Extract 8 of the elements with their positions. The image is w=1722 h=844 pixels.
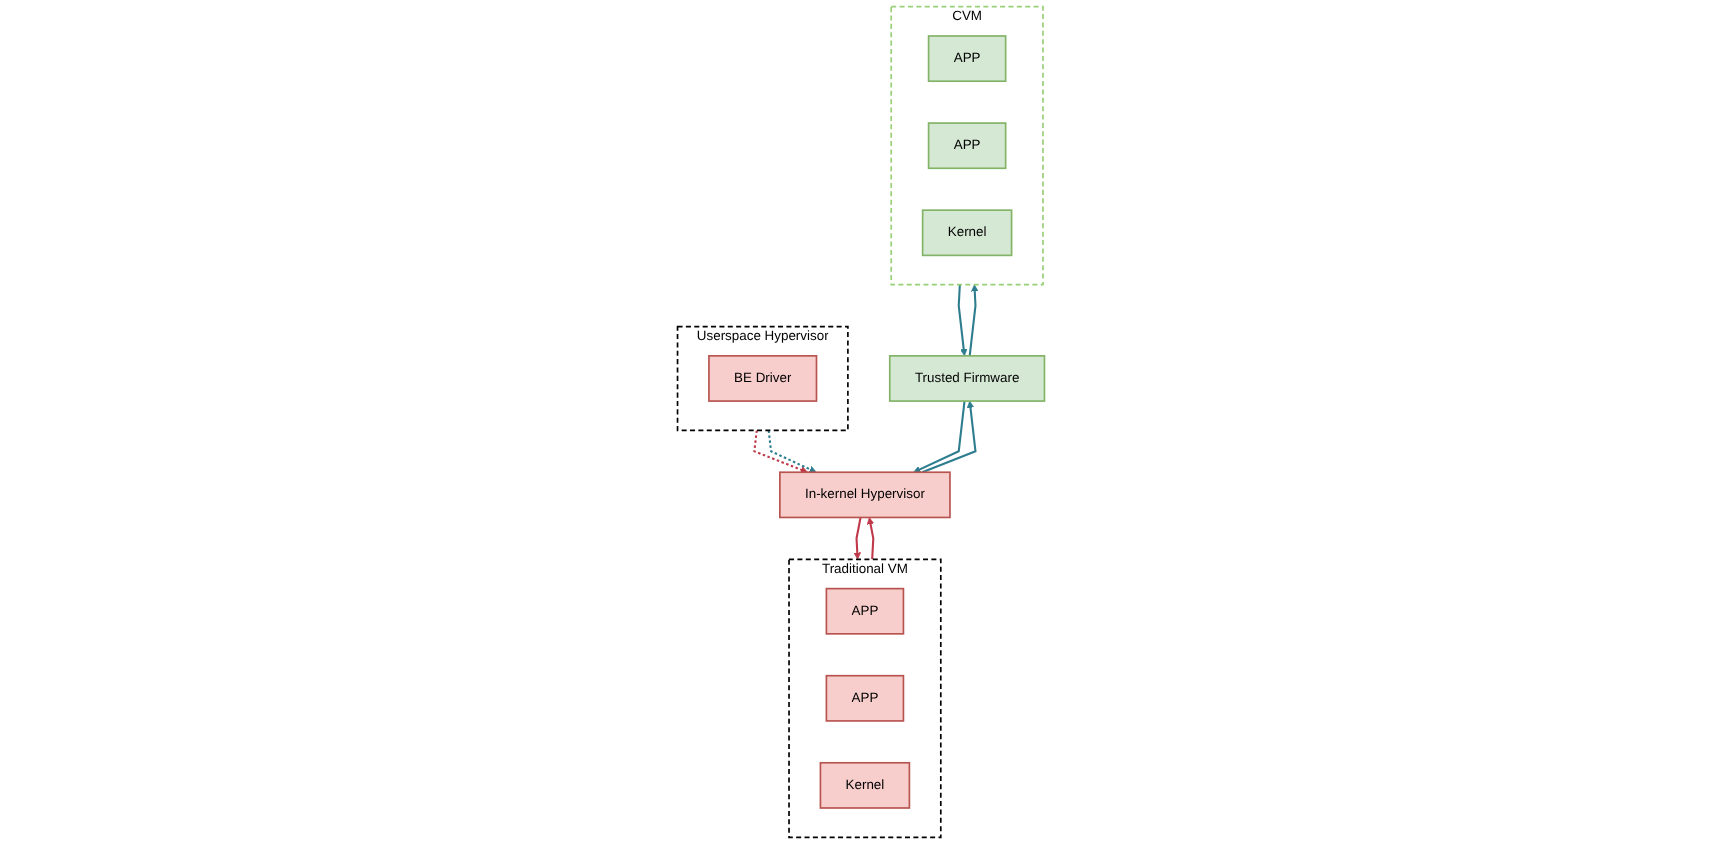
arrow [767, 430, 817, 473]
arrow [968, 284, 979, 356]
arrow [866, 517, 875, 560]
arrow [921, 400, 977, 474]
arrow [913, 400, 966, 473]
arrow [853, 517, 862, 560]
arrow [957, 284, 968, 357]
arrow [753, 430, 808, 474]
